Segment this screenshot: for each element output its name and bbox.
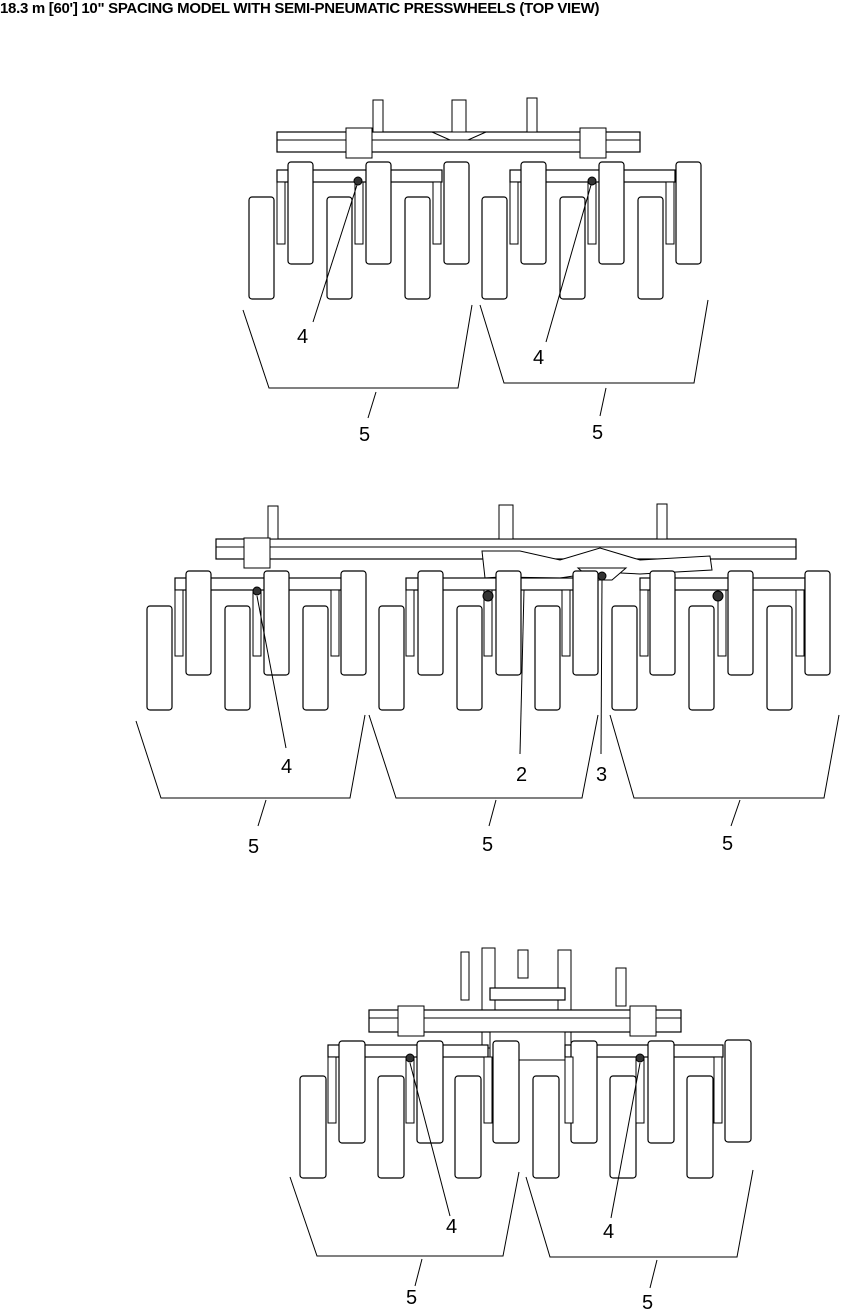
callout-label: 4: [297, 326, 308, 348]
callout-label: 4: [446, 1216, 457, 1238]
callout-label: 5: [406, 1287, 417, 1309]
callout-label: 2: [516, 764, 527, 786]
gang-lower-right: [532, 1039, 752, 1179]
callout-label: 3: [596, 764, 607, 786]
callout-label: 5: [248, 836, 259, 858]
page-title: 18.3 m [60'] 10" SPACING MODEL WITH SEMI…: [0, 0, 600, 17]
lower-view: 4 4 5 5: [289, 947, 754, 1314]
gang-middle-center: [378, 570, 599, 711]
callout-label: 5: [592, 422, 603, 444]
upper-view: 4 4 5 5: [242, 97, 709, 446]
gang-lower-left: [299, 1040, 520, 1179]
callout-label: 5: [642, 1292, 653, 1314]
gang-upper-right: [481, 161, 702, 300]
callout-label: 5: [722, 833, 733, 855]
callout-label: 4: [603, 1221, 614, 1243]
callout-label: 5: [359, 424, 370, 446]
gang-middle-left: [146, 570, 367, 711]
gang-middle-right: [611, 570, 831, 711]
callout-label: 4: [281, 756, 292, 778]
middle-view: 4 2 3 5 5 5: [135, 503, 840, 858]
callout-label: 4: [533, 347, 544, 369]
gang-upper-left: [248, 161, 470, 300]
callout-label: 5: [482, 834, 493, 856]
